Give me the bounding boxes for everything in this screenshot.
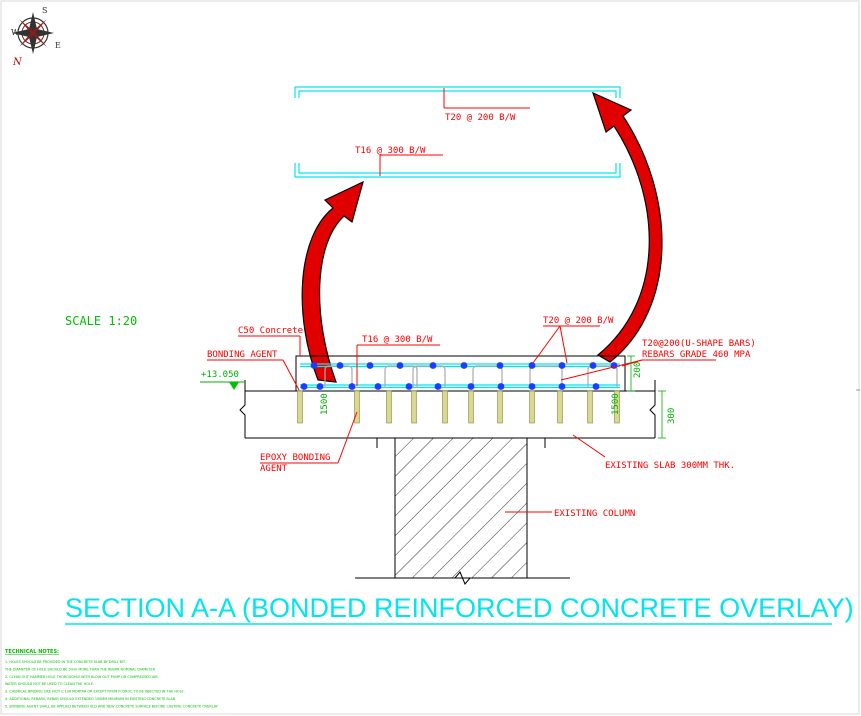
dowel-bar <box>557 390 563 424</box>
rebar-dot-bottom <box>348 383 356 390</box>
compass-n: N <box>12 57 23 68</box>
section-title: SECTION A-A (BONDED REINFORCED CONCRETE … <box>65 593 854 623</box>
rebar-dot-top <box>366 362 374 369</box>
rebar-dot-top <box>336 362 344 369</box>
dowel-bar <box>442 390 448 424</box>
label-existing-column: EXISTING COLUMN <box>554 509 635 519</box>
arrow-right-icon <box>591 91 663 363</box>
compass-e: E <box>55 41 61 50</box>
overlay-rebars <box>300 363 620 389</box>
u-bar <box>587 365 618 388</box>
dim-1500-left: 1500 <box>320 393 330 415</box>
rebar-dot-bottom <box>434 383 442 390</box>
rebar-dot-bottom <box>592 383 600 390</box>
dowel-bar <box>497 390 503 424</box>
note-line: 1. HOLES SHOULD BE PROVIDED IN THE CONCR… <box>5 660 126 664</box>
rebar-dot-top <box>396 362 404 369</box>
dowel-bar <box>468 390 474 424</box>
rebar-dot-top <box>429 362 437 369</box>
dowel-bar <box>386 390 392 424</box>
note-line: WATER SHOULD NOT BE USED TO CLEAN THE HO… <box>5 682 94 686</box>
dowel-bar <box>297 390 303 424</box>
detached-top-bar-t20 <box>294 86 621 98</box>
rebar-dot-bottom <box>497 383 505 390</box>
u-bar <box>412 365 446 388</box>
dowel-bar <box>587 390 593 424</box>
label-top-bar-t16: T16 @ 300 B/W <box>355 146 426 156</box>
technical-notes: 1. HOLES SHOULD BE PROVIDED IN THE CONCR… <box>4 660 219 708</box>
note-line: 3. CHEMICAL BINDING LIKE HILTI C 100 MOR… <box>5 690 185 694</box>
rebar-dot-top <box>310 362 318 369</box>
label-existing-slab: EXISTING SLAB 300MM THK. <box>605 461 735 471</box>
note-line: 2. CLEAN OUT HAMMER HOLE THOROUGHLY WITH… <box>5 675 159 679</box>
dowel-bar <box>411 390 417 424</box>
notes-heading: TECHNICAL NOTES: <box>5 649 59 655</box>
rebar-dot-bottom <box>558 383 566 390</box>
label-t16-section: T16 @ 300 B/W <box>362 335 433 345</box>
label-c50: C50 Concrete <box>238 326 303 336</box>
detached-bottom-bar-t16 <box>294 163 621 178</box>
overlay-outline <box>295 355 626 392</box>
dowel-bar <box>529 390 535 424</box>
rebar-dot-bottom <box>405 383 413 390</box>
compass-icon: S W E N <box>11 6 61 68</box>
rebar-dot-bottom <box>528 383 536 390</box>
label-t20-section: T20 @ 200 B/W <box>543 316 614 326</box>
rebar-dot-top <box>589 362 597 369</box>
dowel-bar <box>354 390 360 424</box>
note-line: 4. ADDITIONAL REBARS, REBAR SHOULD EXTEN… <box>5 697 176 701</box>
rebar-dots <box>300 362 618 390</box>
rebar-dot-bottom <box>300 383 308 390</box>
dim-300: 300 <box>667 408 677 424</box>
dimension-lines <box>627 355 666 439</box>
dowel-bar <box>614 390 620 424</box>
dim-200: 200 <box>633 362 643 378</box>
rebar-dot-bottom <box>316 383 324 390</box>
label-top-bar-t20: T20 @ 200 B/W <box>445 113 516 123</box>
label-ushape: T20@200(U-SHAPE BARS) <box>642 339 756 349</box>
note-line: 5. BONDING AGENT SHALL BE APPLIED BETWEE… <box>5 704 219 708</box>
label-epoxy-2: AGENT <box>260 464 288 474</box>
compass-s: S <box>42 6 47 15</box>
rebar-dot-top <box>460 362 468 369</box>
dowel-bars <box>297 390 620 424</box>
compass-w: W <box>11 28 20 37</box>
label-bonding-agent: BONDING AGENT <box>207 350 278 360</box>
rebar-dot-top <box>558 362 566 369</box>
label-epoxy-1: EPOXY BONDING <box>260 453 330 463</box>
rebar-dot-bottom <box>467 383 475 390</box>
level-marker: +13.050 <box>200 370 245 390</box>
scale-label: SCALE 1:20 <box>65 314 137 328</box>
existing-column <box>355 437 570 585</box>
rebar-dot-bottom <box>374 383 382 390</box>
arrow-left-icon <box>301 180 364 383</box>
label-rebar-grade: REBARS GRADE 460 MPA <box>642 350 751 360</box>
rebar-dot-top <box>528 362 536 369</box>
level-value: +13.050 <box>201 370 239 380</box>
dim-1500-right: 1500 <box>611 393 621 415</box>
note-line: THE DIAMETER OF HOLE SHOULD BE 5mm MORE … <box>4 667 156 671</box>
rebar-dot-top <box>496 362 504 369</box>
